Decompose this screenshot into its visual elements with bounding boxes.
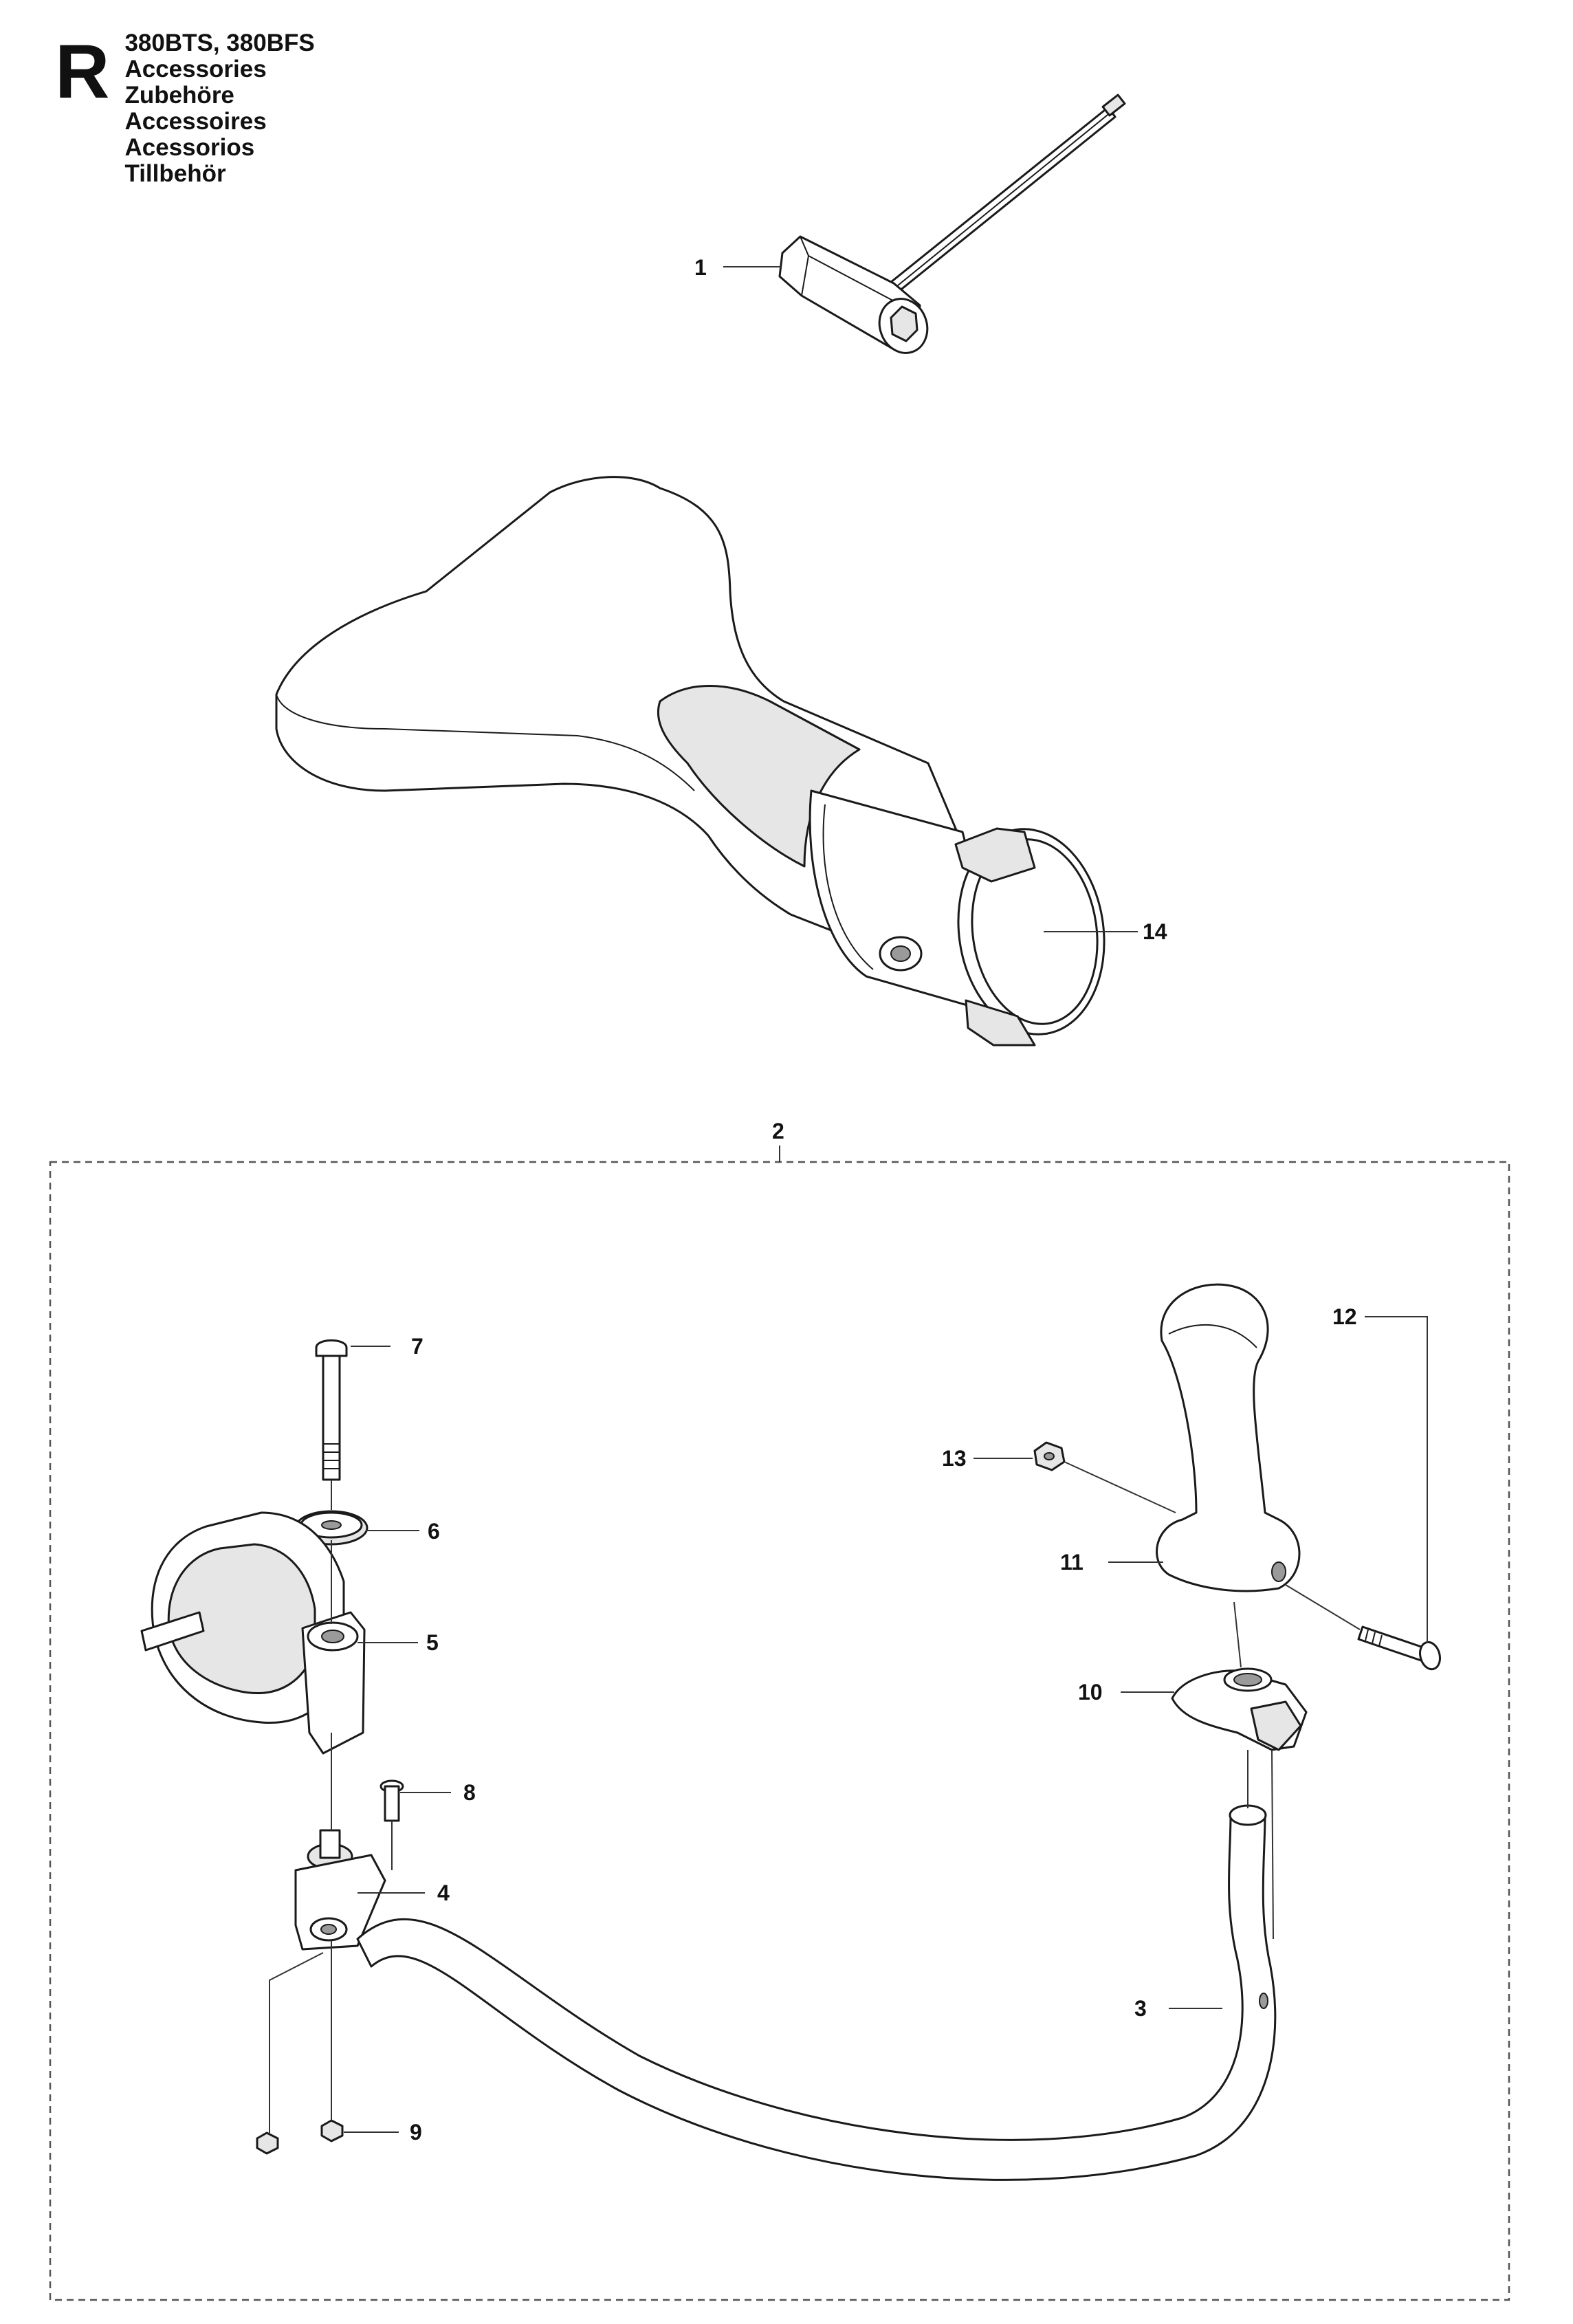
part-11-grip — [1156, 1283, 1301, 1592]
part-7-bolt — [315, 1339, 348, 1481]
part-12-bolt — [1357, 1625, 1441, 1671]
title-swedish: Tillbehör — [124, 160, 226, 187]
callout-14: 14 — [1143, 919, 1167, 944]
part-8-screw — [380, 1779, 404, 1822]
part-5-clamp — [140, 1511, 366, 1755]
callout-labels: 1 14 2 3 4 5 6 7 8 9 10 11 12 13 — [410, 255, 1357, 2145]
callout-10: 10 — [1078, 1680, 1103, 1704]
title-block: 380BTS, 380BFS Accessories Zubehöre Acce… — [124, 30, 314, 187]
callout-2: 2 — [772, 1119, 784, 1143]
callout-11: 11 — [1060, 1550, 1084, 1575]
leader-lines — [344, 266, 1428, 2133]
part-9-nuts — [256, 2119, 344, 2155]
assembly-lines — [269, 1461, 1361, 2133]
callout-7: 7 — [411, 1334, 424, 1359]
callout-13: 13 — [942, 1446, 967, 1471]
callout-3: 3 — [1134, 1996, 1147, 2021]
callout-4: 4 — [437, 1881, 450, 1905]
title-french: Accessoires — [124, 108, 267, 135]
part-3-handle-bar — [356, 1804, 1277, 2181]
title-portuguese: Acessorios — [124, 134, 255, 161]
section-letter: R — [55, 30, 110, 114]
part-14-nozzle — [275, 476, 1106, 1046]
model-title: 380BTS, 380BFS — [124, 30, 315, 56]
title-english: Accessories — [124, 56, 267, 83]
callout-12: 12 — [1332, 1304, 1357, 1329]
callout-1: 1 — [694, 255, 707, 280]
page-header: R 380BTS, 380BFS Accessories Zubehöre Ac… — [55, 30, 315, 187]
title-german: Zubehöre — [124, 82, 234, 109]
callout-5: 5 — [426, 1630, 439, 1655]
part-4-handle-holder — [294, 1829, 386, 1951]
part-10-handle-base — [1171, 1667, 1308, 1751]
part-1-t-wrench — [778, 94, 1126, 354]
callout-9: 9 — [410, 2120, 422, 2145]
callout-8: 8 — [463, 1780, 476, 1805]
part-13-nut — [1033, 1441, 1066, 1471]
callout-6: 6 — [428, 1519, 440, 1544]
